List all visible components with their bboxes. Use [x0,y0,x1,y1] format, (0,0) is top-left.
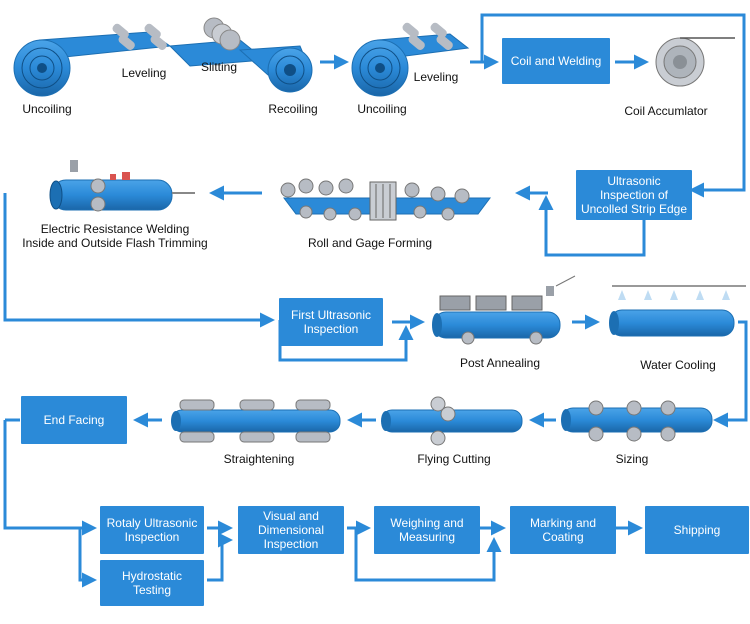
uncoiling-1-illustration [13,31,172,97]
label-recoiling: Recoiling [268,102,318,116]
step-hydrostatic: Hydrostatic Testing [100,560,204,606]
leveling-2-illustration [402,22,453,50]
water-cooling-illustration [609,285,746,337]
label-uncoiling-1: Uncoiling [22,102,72,116]
label-straightening: Straightening [223,452,295,466]
step-weighing: Weighing and Measuring [374,506,480,554]
label-erw-line1: Electric Resistance Welding [40,222,190,236]
label-uncoiling-2: Uncoiling [357,102,407,116]
sizing-illustration [561,400,713,442]
label-flying-cutting: Flying Cutting [417,452,491,466]
label-leveling-1: Leveling [121,66,167,80]
step-rotary-ultrasonic: Rotaly Ultrasonic Inspection [100,506,204,554]
straightening-illustration [171,399,341,443]
step-coil-welding: Coil and Welding [502,38,610,84]
slitting-illustration [168,17,267,67]
label-post-annealing: Post Annealing [459,356,541,370]
step-visual-dimensional: Visual and Dimensional Inspection [238,506,344,554]
step-marking: Marking and Coating [510,506,616,554]
label-water-cooling: Water Cooling [640,358,716,372]
label-leveling-2: Leveling [413,70,459,84]
label-erw-line2: Inside and Outside Flash Trimming [22,236,208,250]
step-first-ultrasonic: First Ultrasonic Inspection [279,298,383,346]
label-roll-forming: Roll and Gage Forming [307,236,433,250]
step-ultrasonic-strip: Ultrasonic Inspection of Uncolled Strip … [576,170,692,220]
coil-accumulator-illustration [655,37,735,87]
label-sizing: Sizing [615,452,649,466]
erw-illustration [49,160,195,212]
step-end-facing: End Facing [21,396,127,444]
leveling-1-illustration [112,23,167,50]
label-slitting: Slitting [200,60,238,74]
flying-cutting-illustration [381,396,523,446]
step-shipping: Shipping [645,506,749,554]
roll-forming-illustration [280,178,491,221]
recoiling-illustration [238,45,313,93]
post-annealing-illustration [432,275,576,345]
label-coil-accumulator: Coil Accumlator [624,104,708,118]
